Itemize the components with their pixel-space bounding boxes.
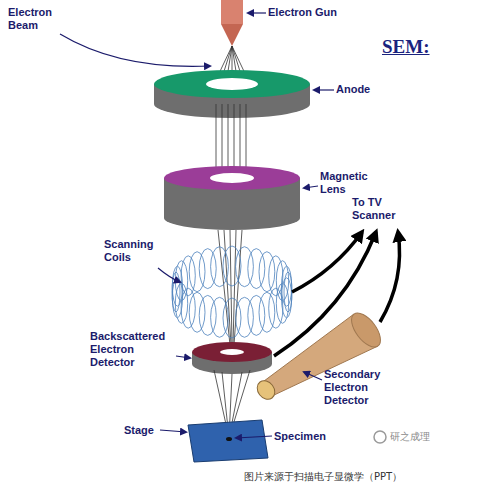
coil-loop xyxy=(172,278,182,318)
coil-loop xyxy=(199,295,216,335)
scanning-coils xyxy=(172,246,292,338)
watermark: 研之成理 xyxy=(390,430,430,444)
part-label: Backscattered Electron Detector xyxy=(90,330,178,369)
coil-loop xyxy=(181,256,195,296)
source-caption: 图片来源于扫描电子显微学（PPT） xyxy=(244,470,402,484)
coil-loop xyxy=(248,249,265,289)
diagram-title: SEM: xyxy=(382,36,430,58)
se-detector-end xyxy=(346,308,386,352)
signal-arrows xyxy=(274,232,400,356)
stage xyxy=(188,420,268,462)
part-label: Stage xyxy=(124,424,164,437)
anode-ring xyxy=(154,70,310,98)
part-label: Anode xyxy=(336,83,396,96)
electron-beam xyxy=(216,104,246,176)
coil-loop xyxy=(282,266,292,306)
part-label: Magnetic Lens xyxy=(320,170,382,196)
bse-ring xyxy=(192,342,272,362)
part-label: Secondary Electron Detector xyxy=(324,368,398,407)
coil-loop xyxy=(175,283,187,323)
part-label: Specimen xyxy=(274,430,344,443)
lens-ring xyxy=(164,166,300,190)
coil-loop xyxy=(269,288,283,328)
bse-hole xyxy=(220,349,244,355)
specimen xyxy=(226,437,232,441)
part-label: Electron Gun xyxy=(268,6,358,19)
leader-arrows xyxy=(60,13,334,438)
se-detector-grid xyxy=(254,377,279,403)
lens-hole xyxy=(210,173,254,183)
part-label: Electron Beam xyxy=(8,6,66,32)
output-label: To TV Scanner xyxy=(352,196,418,222)
anode-hole xyxy=(206,78,258,90)
coil-loop xyxy=(259,292,275,332)
coil-loop xyxy=(276,261,288,301)
part-label: Scanning Coils xyxy=(104,238,166,264)
electron-gun xyxy=(221,0,243,24)
gun-tip xyxy=(221,24,243,46)
coil-loop xyxy=(189,252,205,292)
watermark-logo xyxy=(374,431,386,443)
